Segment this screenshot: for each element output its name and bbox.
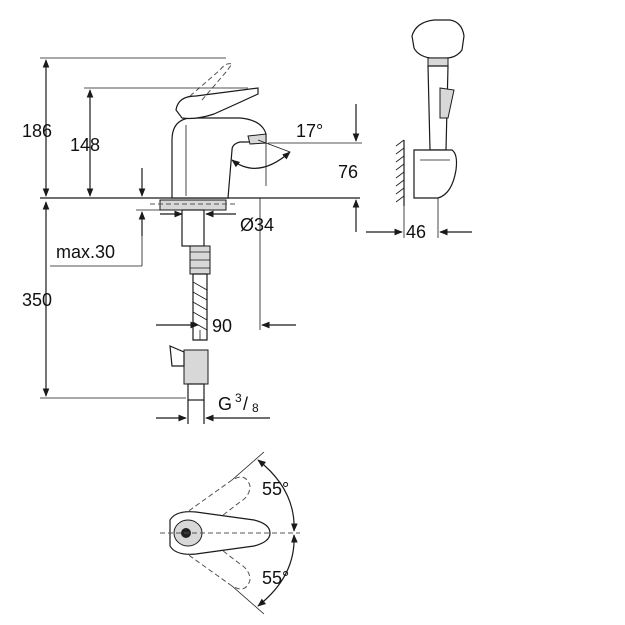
label-thread: G	[218, 394, 232, 414]
check-valve	[169, 345, 185, 367]
label-thread-numerator: 3	[235, 391, 242, 405]
label-76: 76	[338, 162, 358, 182]
label-186: 186	[22, 121, 52, 141]
wall-hatching	[395, 139, 405, 203]
shower-head	[411, 19, 465, 59]
spout-angle-arc	[231, 151, 291, 169]
shower-trigger	[439, 87, 455, 119]
label-rotation-down: 55°	[262, 568, 289, 588]
thread-end	[187, 383, 205, 401]
faucet-side-view	[40, 63, 360, 424]
lower-fitting	[183, 349, 209, 385]
mounting-nut	[159, 199, 227, 211]
label-350: 350	[22, 290, 52, 310]
lever-rotation-top-view: 55° 55°	[160, 451, 300, 615]
label-spout-angle: 17°	[296, 121, 323, 141]
lever-rotated-down-outline	[175, 529, 251, 590]
vertical-dimensions: 186 148 76 17° max.30 350	[22, 57, 362, 399]
rotation-arc-up	[257, 459, 298, 532]
lever-raised-outline	[189, 63, 233, 101]
label-46: 46	[406, 222, 426, 242]
faucet-lever	[175, 87, 259, 120]
wall-holder	[413, 149, 458, 199]
shower-neck	[427, 57, 449, 67]
label-rotation-up: 55°	[262, 479, 289, 499]
rotation-arc-down	[257, 534, 298, 607]
label-thread-denominator: 8	[252, 401, 259, 415]
spout-outlet	[247, 133, 267, 145]
mounting-shank	[181, 209, 205, 247]
svg-text:/: /	[243, 394, 248, 414]
label-148: 148	[70, 135, 100, 155]
label-90: 90	[212, 316, 232, 336]
lever-rotated-up-outline	[175, 476, 251, 537]
faucet-body	[171, 117, 267, 199]
horizontal-dimensions: Ø34 90 G 3 / 8	[156, 198, 296, 422]
label-diameter: Ø34	[240, 215, 274, 235]
hand-shower-view: 46	[366, 19, 472, 242]
label-max30: max.30	[56, 242, 115, 262]
